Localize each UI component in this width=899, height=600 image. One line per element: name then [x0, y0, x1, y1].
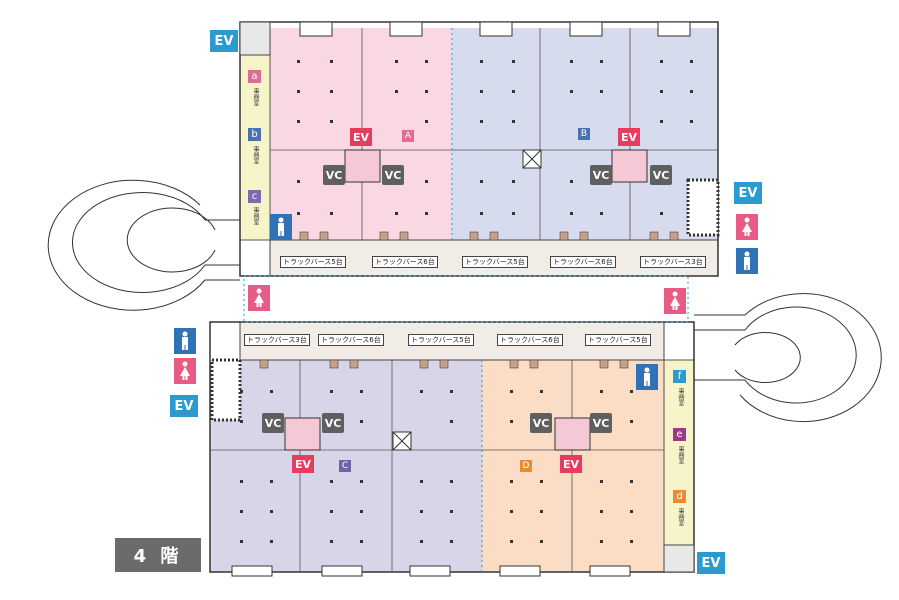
vertical-conveyor-label: VC — [323, 165, 345, 185]
cargo-shafts — [392, 149, 542, 451]
south-shutters — [231, 565, 631, 577]
truck-berth-label: トラックバース6台 — [497, 334, 563, 346]
north-columns — [297, 60, 693, 215]
north-shutters — [299, 21, 691, 37]
truck-berth-label: トラックバース5台 — [585, 334, 651, 346]
truck-berth-label: トラックバース3台 — [640, 256, 706, 268]
office-label: 事務室 — [677, 446, 684, 464]
vertical-conveyor-label: VC — [322, 413, 344, 433]
elevator-label: EV — [734, 182, 762, 204]
vertical-conveyor-label: VC — [590, 165, 612, 185]
elevator-label: EV — [350, 128, 372, 146]
office-label: 事務室 — [677, 508, 684, 526]
connecting-corridor — [243, 275, 689, 323]
office-e-tag: e — [673, 428, 686, 441]
truck-berth-label: トラックバース5台 — [462, 256, 528, 268]
north-office-strip — [239, 54, 271, 241]
zone-a-tag: A — [402, 130, 414, 142]
office-f-tag: f — [673, 370, 686, 383]
office-label: 事務室 — [252, 146, 259, 164]
male-toilet-icon — [736, 248, 758, 274]
office-d-tag: d — [673, 490, 686, 503]
male-toilet-icon — [636, 364, 658, 390]
elevator-label: EV — [560, 455, 582, 473]
vertical-conveyor-label: VC — [650, 165, 672, 185]
vertical-conveyor-label: VC — [262, 413, 284, 433]
floor-label: 4 階 — [115, 538, 201, 572]
office-label: 事務室 — [677, 388, 684, 406]
truck-berth-label: トラックバース6台 — [550, 256, 616, 268]
truck-berth-label: トラックバース3台 — [244, 334, 310, 346]
north-east-stair — [686, 178, 720, 237]
north-berth-bays — [299, 231, 679, 241]
elevator-label: EV — [292, 455, 314, 473]
elevator-label: EV — [618, 128, 640, 146]
female-toilet-icon — [736, 214, 758, 240]
south-ev-shaft — [663, 544, 695, 573]
male-toilet-icon — [174, 328, 196, 354]
east-ramp — [694, 293, 882, 423]
truck-berth-label: トラックバース6台 — [318, 334, 384, 346]
zone-b-tag: B — [578, 128, 590, 140]
office-label: 事務室 — [252, 207, 259, 225]
truck-berth-label: トラックバース5台 — [280, 256, 346, 268]
truck-berth-label: トラックバース6台 — [372, 256, 438, 268]
office-b-tag: b — [248, 128, 261, 141]
female-toilet-icon — [664, 288, 686, 314]
south-west-stair — [210, 358, 242, 422]
west-ramp — [47, 179, 240, 311]
office-a-tag: a — [248, 70, 261, 83]
vertical-conveyor-label: VC — [530, 413, 552, 433]
lift-cores — [284, 149, 648, 451]
male-toilet-icon — [270, 214, 292, 240]
elevator-label: EV — [210, 30, 238, 52]
female-toilet-icon — [248, 285, 270, 311]
zone-d-tag: D — [520, 460, 532, 472]
female-toilet-icon — [174, 358, 196, 384]
zone-c-tag: C — [339, 460, 351, 472]
truck-berth-label: トラックバース5台 — [408, 334, 474, 346]
south-berth-bays — [259, 359, 629, 369]
elevator-label: EV — [170, 395, 198, 417]
vertical-conveyor-label: VC — [590, 413, 612, 433]
north-ev-shaft — [239, 21, 271, 56]
vertical-conveyor-label: VC — [382, 165, 404, 185]
elevator-label: EV — [697, 552, 725, 574]
office-label: 事務室 — [252, 88, 259, 106]
south-columns — [240, 390, 633, 543]
office-c-tag: c — [248, 190, 261, 203]
